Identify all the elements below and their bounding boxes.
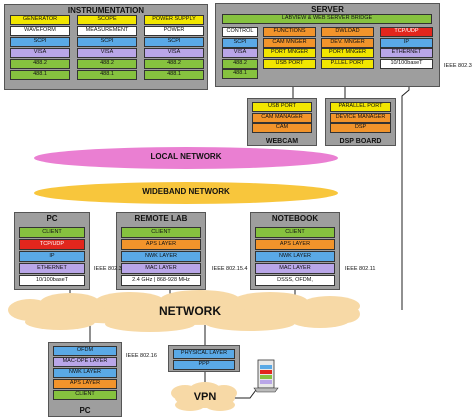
- notebook-row-2: NWK LAYER: [255, 251, 335, 262]
- pc2-row-2: NWK LAYER: [53, 368, 117, 378]
- dsp-row-0: PARALLEL PORT: [330, 102, 391, 112]
- webcam-row-0: USB PORT: [252, 102, 312, 112]
- pc2-row-0: OFDM: [53, 346, 117, 356]
- network-label: NETWORK: [159, 304, 221, 318]
- server-net-0: TCP/UDP: [380, 27, 433, 37]
- vpn-stack-row-1: PPP: [173, 360, 235, 370]
- server-download-3: P.LLEL PORT: [321, 58, 374, 69]
- server-download-1: DEV. MNGER: [321, 37, 374, 48]
- notebook-ieee-label: IEEE 802.11: [345, 266, 376, 272]
- local-network-band: [34, 147, 338, 169]
- server-net-1: IP: [380, 37, 433, 48]
- instrument-row-1-3: 488.2: [77, 59, 137, 69]
- remote-lab-row-2: NWK LAYER: [121, 251, 201, 262]
- pc-row-4: 10/100baseT: [19, 275, 85, 286]
- laptop-icon: [253, 359, 279, 393]
- vpn-stack-row-0: PHYSICAL LAYER: [173, 349, 235, 359]
- server-functions-1: CAM MNGER: [263, 37, 316, 48]
- instrumentation-title: INSTRUMENTATION: [67, 6, 145, 15]
- instrument-header-0: GENERATOR: [10, 15, 70, 25]
- instrument-header-1: SCOPE: [77, 15, 137, 25]
- server-title: SERVER: [311, 5, 344, 14]
- instrument-row-0-4: 488.1: [10, 70, 70, 80]
- dsp-row-2: DSP: [330, 123, 391, 133]
- instrument-row-1-0: MEASUREMENT: [77, 26, 137, 36]
- network-cloud: [8, 290, 360, 332]
- notebook-row-4: DSSS, OFDM,: [255, 275, 335, 286]
- dsp-label: DSP BOARD: [339, 138, 382, 145]
- pc2-row-3: APS LAYER: [53, 379, 117, 389]
- remote-lab-row-1: APS LAYER: [121, 239, 201, 250]
- instrument-row-2-2: VISA: [144, 48, 204, 58]
- server-net-2: ETHERNET: [380, 48, 433, 58]
- server-control-2: VISA: [222, 48, 258, 58]
- notebook-row-1: APS LAYER: [255, 239, 335, 250]
- remote-lab-row-3: MAC LAYER: [121, 263, 201, 274]
- pc-row-1: TCP/UDP: [19, 239, 85, 250]
- vpn-label: VPN: [193, 391, 217, 403]
- vpn-cloud: [171, 382, 237, 411]
- instrument-row-0-3: 488.2: [10, 59, 70, 69]
- instrument-row-1-1: SCPI: [77, 37, 137, 47]
- webcam-label: WEBCAM: [265, 138, 299, 145]
- instrument-row-0-0: WAVEFORM: [10, 26, 70, 36]
- server-net-3: 10/100baseT: [380, 58, 433, 69]
- pc2-row-4: CLIENT: [53, 390, 117, 400]
- wideband-network-label: WIDEBAND NETWORK: [142, 187, 230, 196]
- wideband-network-band: [34, 182, 338, 204]
- instrument-row-2-1: SCPI: [144, 37, 204, 47]
- pc2-ieee-label: IEEE 802.16: [126, 353, 157, 359]
- instrument-row-1-2: VISA: [77, 48, 137, 58]
- local-network-label: LOCAL NETWORK: [150, 152, 222, 161]
- server-functions-0: FUNCTIONS: [263, 27, 316, 37]
- pc-row-0: CLIENT: [19, 227, 85, 238]
- pc2-title: PC: [79, 406, 91, 415]
- instrument-row-0-1: SCPI: [10, 37, 70, 47]
- instrument-row-1-4: 488.1: [77, 70, 137, 80]
- vpn-laptop-link: [232, 389, 257, 399]
- notebook-title: NOTEBOOK: [271, 214, 319, 223]
- pc-ieee-label: IEEE 802.3: [94, 266, 122, 272]
- server-functions-3: USB PORT: [263, 58, 316, 69]
- webcam-row-2: CAM: [252, 123, 312, 133]
- server-network-link: [401, 75, 410, 310]
- instrument-row-2-4: 488.1: [144, 70, 204, 80]
- pc-title: PC: [46, 214, 58, 223]
- server-download-0: DWLOAD: [321, 27, 374, 37]
- instrument-header-2: POWER SUPPLY: [144, 15, 204, 25]
- pc-row-2: IP: [19, 251, 85, 262]
- pc2-row-1: MAC-OPE LAYER: [53, 357, 117, 367]
- server-download-2: PORT MNGER: [321, 48, 374, 58]
- webcam-row-1: CAM MANAGER: [252, 112, 312, 123]
- notebook-row-0: CLIENT: [255, 227, 335, 238]
- labview-bridge: LABVIEW & WEB SERVER BRIDGE: [222, 14, 432, 24]
- remote-lab-row-0: CLIENT: [121, 227, 201, 238]
- server-control-1: SCPI: [222, 37, 258, 48]
- instrument-row-2-0: POWER: [144, 26, 204, 36]
- server-control-0: CONTROL: [222, 27, 258, 37]
- server-ieee-label: IEEE 802.3: [444, 63, 472, 69]
- pc-row-3: ETHERNET: [19, 263, 85, 274]
- remote-lab-row-4: 2.4 GHz | 868-928 MHz: [121, 275, 201, 286]
- remote-lab-title: REMOTE LAB: [134, 214, 188, 223]
- server-functions-2: PORT MNGER: [263, 48, 316, 58]
- dsp-row-1: DEVICE MANAGER: [330, 112, 391, 123]
- server-control-3: 488.2: [222, 58, 258, 69]
- remote-lab-ieee-label: IEEE 802.15.4: [212, 266, 248, 272]
- server-control-4: 488.1: [222, 69, 258, 79]
- notebook-row-3: MAC LAYER: [255, 263, 335, 274]
- instrument-row-2-3: 488.2: [144, 59, 204, 69]
- instrument-row-0-2: VISA: [10, 48, 70, 58]
